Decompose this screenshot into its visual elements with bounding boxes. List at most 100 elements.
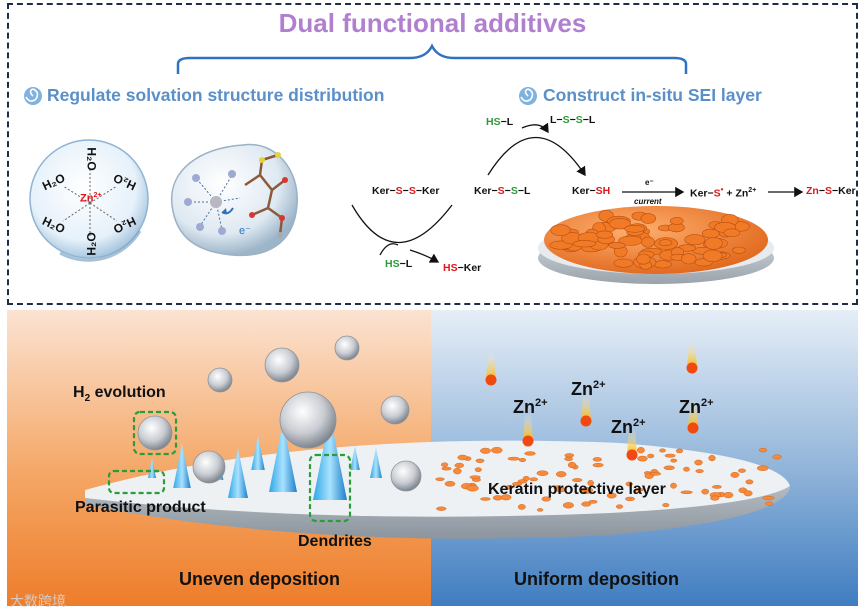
sei-flake xyxy=(738,468,746,473)
current-label: current xyxy=(634,197,662,206)
bubble xyxy=(264,347,300,383)
zinc-ion xyxy=(522,435,534,447)
sei-flake xyxy=(680,490,693,494)
dendrite xyxy=(313,415,347,500)
sei-flake xyxy=(712,485,722,489)
sei-flake xyxy=(683,466,690,472)
uniform-deposition-label: Uniform deposition xyxy=(514,569,679,589)
sei-flake xyxy=(588,499,598,504)
bubble xyxy=(192,450,226,484)
ion-trail xyxy=(687,340,697,368)
dendrite xyxy=(269,422,297,492)
sei-flake xyxy=(644,472,654,479)
bubble xyxy=(334,335,360,361)
zinc-ion xyxy=(580,415,592,427)
hydrogen-bubbles xyxy=(137,335,422,492)
sei-flake xyxy=(695,469,704,473)
water-ligand-top: H₂O xyxy=(84,147,99,171)
sei-flake xyxy=(518,458,527,463)
dendrites-label: Dendrites xyxy=(298,533,372,550)
thiyl-radical-with-zinc: Ker−S• + Zn2+ xyxy=(690,185,757,200)
bubble xyxy=(137,415,173,451)
sei-flake xyxy=(701,488,710,495)
sei-flake xyxy=(464,456,472,461)
zn-ion-label: Zn2+ xyxy=(611,417,646,437)
sei-flake xyxy=(730,471,740,478)
zinc-ion xyxy=(626,449,638,461)
sei-flake xyxy=(716,492,726,498)
sei-flake xyxy=(491,447,503,454)
top-panel-frame xyxy=(7,3,858,305)
sei-flake xyxy=(675,448,684,454)
sei-flake xyxy=(461,483,473,490)
sei-flake xyxy=(663,465,675,470)
keratin-thiol: Ker−SH xyxy=(572,185,611,197)
sei-flake xyxy=(441,462,449,467)
bubble xyxy=(279,391,337,449)
sei-flake xyxy=(664,453,676,458)
sei-flake xyxy=(758,447,768,453)
h2-evolution-label: H2 evolution xyxy=(73,384,166,405)
sei-flake xyxy=(466,485,479,492)
sei-flake xyxy=(756,465,769,471)
zinc-dendrites xyxy=(148,415,382,500)
uneven-deposition-background xyxy=(7,310,431,606)
bubble xyxy=(380,395,410,425)
sei-flake xyxy=(723,492,734,499)
zinc-ion xyxy=(687,422,699,434)
sei-flake xyxy=(616,504,624,509)
sei-flake xyxy=(453,467,462,475)
mixed-disulfide: Ker−S−S−L xyxy=(474,185,531,197)
water-ligand-bottom: H₂O xyxy=(84,232,99,256)
dendrite xyxy=(214,458,224,480)
uniform-deposition-background xyxy=(431,310,858,606)
sei-flake xyxy=(556,471,567,478)
sei-flake xyxy=(522,475,530,481)
sei-flake xyxy=(457,454,468,461)
sei-flake xyxy=(650,469,659,476)
keratin-sei-flakes xyxy=(435,447,782,512)
parasitic-product-highlight xyxy=(107,469,166,495)
sei-flake xyxy=(471,477,481,482)
dendrite xyxy=(173,444,191,488)
sei-flake xyxy=(536,470,549,476)
sei-flake xyxy=(649,471,662,476)
thiol-keratin-byproduct: HS−Ker xyxy=(443,262,482,274)
ion-trail xyxy=(486,352,496,380)
sei-flake xyxy=(536,508,544,512)
sei-flake xyxy=(762,495,775,500)
bubble xyxy=(207,367,233,393)
sei-flake xyxy=(659,448,666,453)
left-heading: Regulate solvation structure distributio… xyxy=(47,85,385,105)
uneven-deposition-label: Uneven deposition xyxy=(179,569,341,589)
sei-flake xyxy=(475,458,485,463)
sei-flake xyxy=(694,459,703,466)
electron-label: e⁻ xyxy=(239,225,251,237)
sei-flake xyxy=(524,451,536,456)
dendrite xyxy=(350,446,360,470)
sei-flake xyxy=(592,457,602,462)
bubble xyxy=(390,460,422,492)
sei-flake xyxy=(444,481,456,487)
parasitic-product-label: Parasitic product xyxy=(75,499,206,516)
sei-flake xyxy=(454,462,464,468)
dendrite xyxy=(251,436,265,470)
sei-flake xyxy=(436,506,447,511)
zn-ion-label: Zn2+ xyxy=(513,397,548,417)
sei-flake xyxy=(468,482,477,488)
sei-flake xyxy=(637,447,645,454)
sei-flake xyxy=(441,466,452,471)
sei-flake xyxy=(435,477,445,481)
sei-flake xyxy=(572,464,579,470)
sei-flake xyxy=(567,461,577,469)
disulfide-byproduct: L−S−S−L xyxy=(550,114,596,126)
sei-flake xyxy=(517,504,526,510)
keratin-layer-label: Keratin protective layer xyxy=(488,481,666,498)
sei-flake xyxy=(644,471,652,475)
sei-flake xyxy=(709,492,722,498)
zinc-thiolate-product: Zn−S−Ker xyxy=(806,185,856,197)
sei-flake xyxy=(581,501,592,507)
watermark: 大数跨境 xyxy=(10,593,66,609)
thiol-reagent-bottom: HS−L xyxy=(385,258,413,270)
sei-flake xyxy=(670,458,678,463)
